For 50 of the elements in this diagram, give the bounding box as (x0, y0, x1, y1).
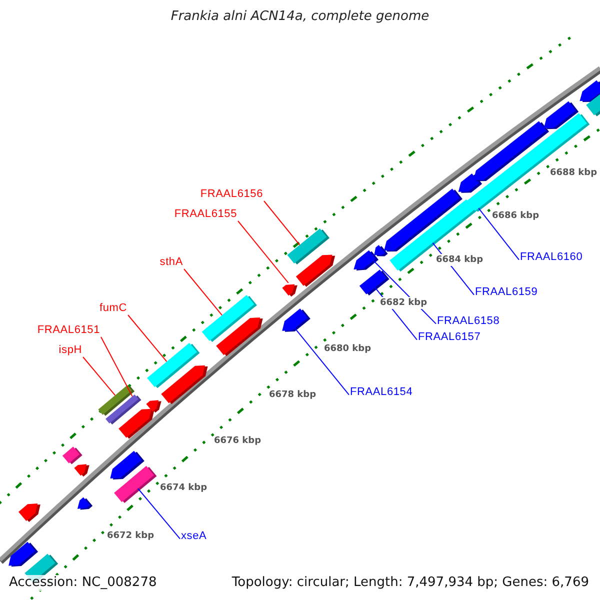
gene-block (296, 254, 336, 287)
gene-bar (359, 270, 390, 296)
gene-block (118, 408, 154, 439)
gene-label: FRAAL6151 (37, 323, 100, 337)
gene-block (544, 101, 579, 130)
gene-block (216, 318, 263, 356)
gene-block (8, 542, 38, 567)
gene-label: FRAAL6160 (520, 250, 583, 264)
gene-bar (62, 446, 82, 464)
leader-line (238, 220, 289, 284)
gene-block (77, 497, 93, 510)
position-label: 6688 kbp (550, 167, 598, 179)
position-label: 6674 kbp (160, 482, 208, 494)
gene-label: FRAAL6156 (200, 187, 263, 201)
leader-line (82, 356, 116, 396)
position-label: 6672 kbp (107, 530, 154, 542)
gene-block (146, 400, 162, 413)
gene-block (282, 284, 298, 297)
position-label: 6686 kbp (492, 210, 540, 222)
position-label: 6680 kbp (324, 343, 372, 355)
leader-line (100, 336, 133, 397)
gene-label: sthA (160, 255, 183, 269)
position-label: 6682 kbp (380, 297, 428, 309)
gene-label: ispH (58, 343, 82, 357)
leader-line (184, 268, 222, 316)
leader-line (294, 328, 350, 396)
title: Frankia alni ACN14a, complete genome (170, 8, 430, 26)
leader-line (128, 314, 168, 362)
gene-block (354, 250, 379, 271)
leader-line (478, 208, 520, 260)
gene-label: FRAAL6154 (350, 385, 413, 399)
gene-block (282, 308, 310, 332)
genome-info-text: Topology: circular; Length: 7,497,934 bp; Genes: 6,769 (232, 575, 589, 591)
gene-label: FRAAL6159 (475, 285, 538, 299)
gene-label: FRAAL6155 (174, 207, 237, 221)
gene-bar (586, 92, 600, 116)
position-label: 6678 kbp (269, 389, 316, 401)
gene-label: FRAAL6157 (418, 330, 481, 344)
gene-label: xseA (181, 529, 207, 543)
accession-text: Accession: NC_008278 (9, 575, 157, 591)
gene-block (161, 365, 208, 404)
gene-label: fumC (100, 301, 127, 315)
gene-block (18, 504, 40, 522)
leader-line (264, 200, 300, 246)
position-label: 6684 kbp (436, 254, 484, 266)
position-label: 6676 kbp (214, 435, 262, 447)
gene-label: FRAAL6158 (437, 314, 500, 328)
gene-block (74, 464, 90, 477)
leader-line (137, 488, 180, 540)
gene-bar (114, 466, 157, 504)
